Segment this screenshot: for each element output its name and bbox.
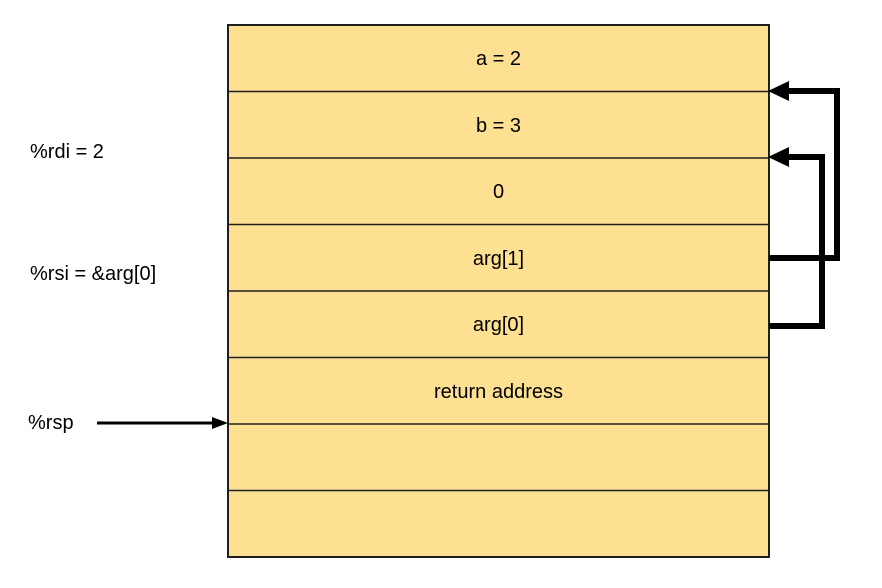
stack-cell-return-address: return address xyxy=(434,381,563,403)
rsi-label: %rsi = &arg[0] xyxy=(30,263,156,285)
arg1-arrowhead-icon xyxy=(768,81,789,101)
stack-cell-a: a = 2 xyxy=(476,48,521,70)
rdi-label: %rdi = 2 xyxy=(30,141,104,163)
stack-cell-arg0: arg[0] xyxy=(473,314,524,336)
arg0-pointer-arrow xyxy=(769,154,825,329)
arg1-pointer-arrow xyxy=(769,88,840,261)
rsp-label: %rsp xyxy=(28,412,74,434)
stack-cell-b: b = 3 xyxy=(476,115,521,137)
stack-cell-zero: 0 xyxy=(493,181,504,203)
arg0-arrowhead-icon xyxy=(768,147,789,167)
rsp-arrowhead-icon xyxy=(212,417,228,429)
stack-cell-arg1: arg[1] xyxy=(473,248,524,270)
